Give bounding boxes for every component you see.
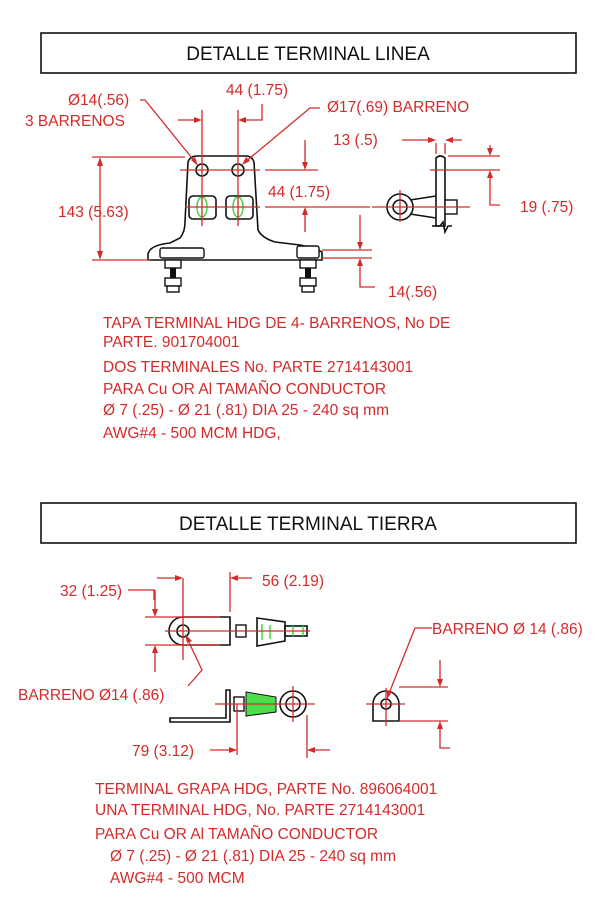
terminal-cap-side-view bbox=[386, 155, 458, 235]
note-line: DOS TERMINALES No. PARTE 2714143001 bbox=[103, 359, 413, 376]
note-line: TERMINAL GRAPA HDG, PARTE No. 896064001 bbox=[95, 781, 437, 798]
dimension-lines-ground bbox=[128, 572, 450, 758]
section-title-ground: DETALLE TERMINAL TIERRA bbox=[179, 514, 437, 535]
bolt-left bbox=[164, 259, 182, 293]
dimension-labels-ground: 32 (1.25) 56 (2.19) BARRENO Ø14 (.86) BA… bbox=[18, 573, 583, 760]
dim-spacing-mid: 44 (1.75) bbox=[268, 184, 330, 201]
notes-ground: TERMINAL GRAPA HDG, PARTE No. 896064001 … bbox=[95, 781, 437, 887]
note-line: AWG#4 - 500 MCM HDG, bbox=[103, 425, 281, 442]
note-line: PARA Cu OR Al TAMAÑO CONDUCTOR bbox=[103, 381, 386, 398]
dimension-labels-line: Ø14(.56) 3 BARRENOS 44 (1.75) Ø17(.69) B… bbox=[25, 82, 573, 301]
note-line: UNA TERMINAL HDG, No. PARTE 2714143001 bbox=[95, 802, 425, 819]
dim-spacing-top: 44 (1.75) bbox=[226, 82, 288, 99]
note-line: PARTE. 901704001 bbox=[103, 334, 239, 351]
dim-overall: 79 (3.12) bbox=[132, 743, 194, 760]
ground-terminal-side-view bbox=[169, 689, 307, 723]
note-line: Ø 7 (.25) - Ø 21 (.81) DIA 25 - 240 sq m… bbox=[103, 402, 389, 419]
terminal-cap-front-view bbox=[147, 155, 323, 293]
title-block-line: DETALLE TERMINAL LINEA bbox=[40, 32, 577, 74]
notes-line: TAPA TERMINAL HDG DE 4- BARRENOS, No DE … bbox=[103, 315, 450, 442]
dim-hole-large: Ø17(.69) BARRENO bbox=[327, 99, 469, 116]
dim-plate-thickness: 13 (.5) bbox=[333, 132, 378, 149]
title-block-ground: DETALLE TERMINAL TIERRA bbox=[40, 502, 577, 544]
dim-base-thickness: 14(.56) bbox=[388, 284, 437, 301]
section-title-line: DETALLE TERMINAL LINEA bbox=[186, 44, 430, 65]
dim-hole-small: Ø14(.56) bbox=[68, 92, 129, 109]
dim-side-offset: 19 (.75) bbox=[520, 199, 573, 216]
note-line: AWG#4 - 500 MCM bbox=[110, 870, 245, 887]
dim-hole-left: BARRENO Ø14 (.86) bbox=[18, 687, 164, 704]
dim-height: 143 (5.63) bbox=[58, 204, 129, 221]
dim-hole-qty: 3 BARRENOS bbox=[25, 113, 125, 130]
note-line: PARA Cu OR Al TAMAÑO CONDUCTOR bbox=[95, 826, 378, 843]
note-line: TAPA TERMINAL HDG DE 4- BARRENOS, No DE bbox=[103, 315, 450, 332]
dim-hole-right: BARRENO Ø 14 (.86) bbox=[432, 621, 583, 638]
dim-width: 32 (1.25) bbox=[60, 583, 122, 600]
dim-length: 56 (2.19) bbox=[262, 573, 324, 590]
dimension-lines-line bbox=[92, 99, 500, 288]
bolt-right bbox=[299, 259, 317, 293]
note-line: Ø 7 (.25) - Ø 21 (.81) DIA 25 - 240 sq m… bbox=[110, 848, 396, 865]
